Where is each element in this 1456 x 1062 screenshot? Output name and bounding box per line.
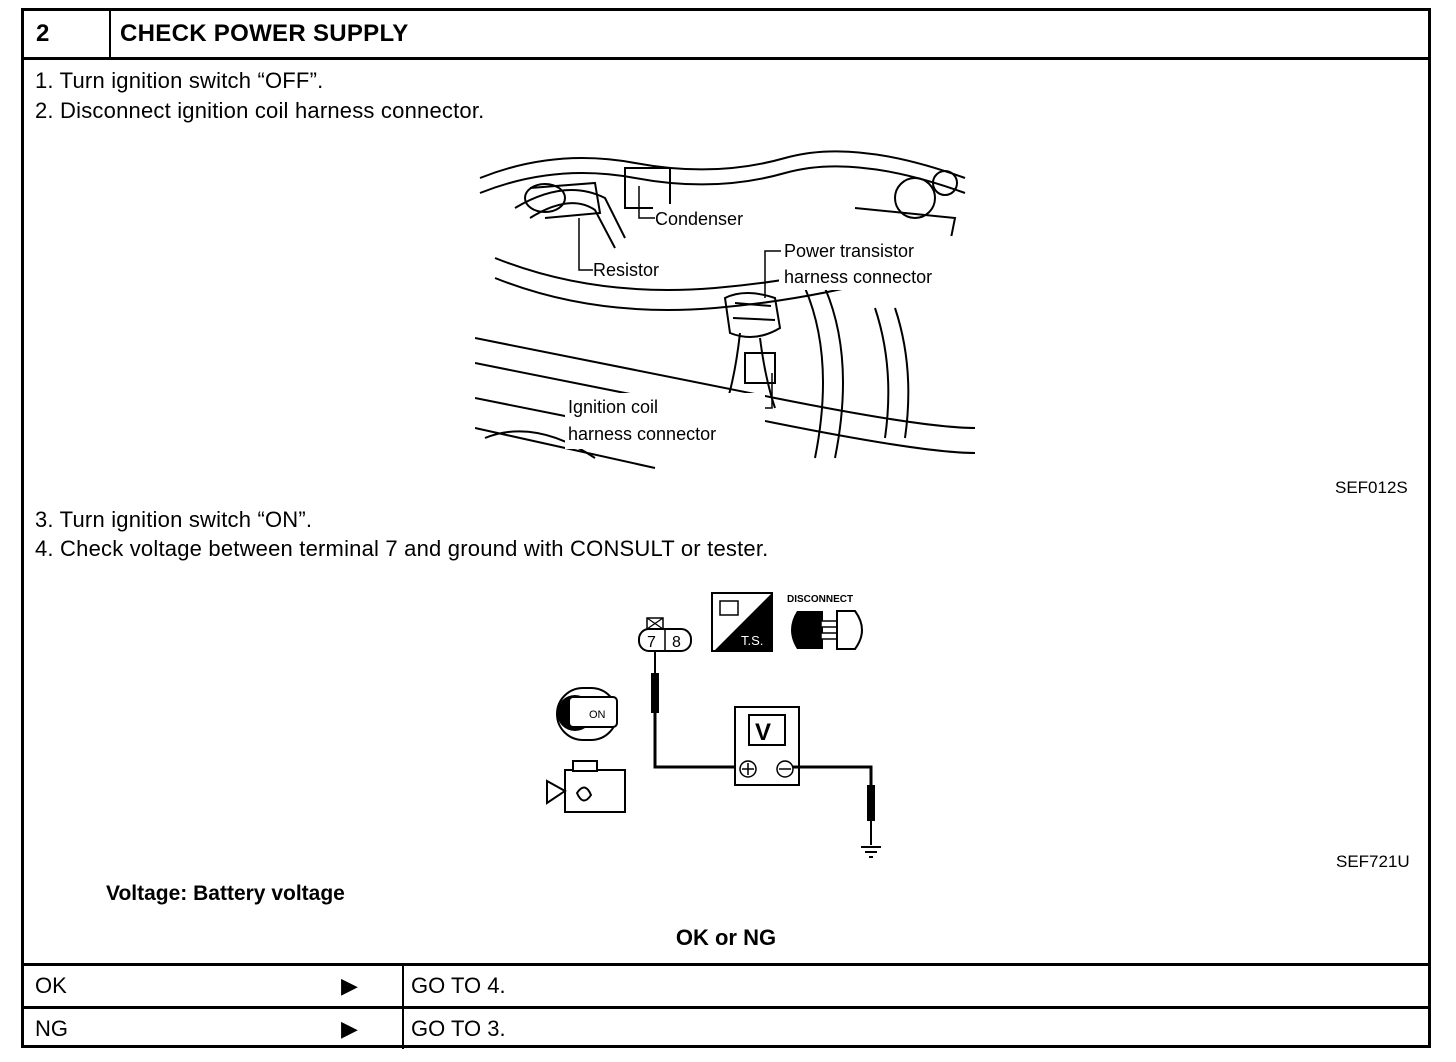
label-power-transistor-1: Power transistor	[784, 241, 914, 261]
label-ignition-coil-1: Ignition coil	[568, 397, 658, 417]
result-row-ng: NG ▶ GO TO 3.	[21, 1006, 1431, 1049]
instruction-1: 1. Turn ignition switch “OFF”.	[35, 68, 324, 93]
voltmeter-icon: V	[734, 706, 800, 786]
key-on-label: ON	[589, 709, 606, 721]
engine-icon	[546, 760, 626, 813]
label-power-transistor-2: harness connector	[784, 267, 932, 287]
disconnect-label: DISCONNECT	[787, 594, 853, 605]
column-divider	[402, 1009, 404, 1049]
voltage-check-diagram: 7 8 V T.S. DISCONNECT	[546, 592, 881, 858]
ground-icon	[861, 846, 881, 858]
label-ignition-coil-2: harness connector	[568, 424, 716, 444]
voltage-spec: Voltage: Battery voltage	[106, 882, 345, 905]
step-header: 2 CHECK POWER SUPPLY	[24, 11, 1428, 60]
figure-code-2: SEF721U	[1336, 852, 1410, 871]
result-label: OK	[35, 973, 67, 998]
instruction-3: 3. Turn ignition switch “ON”.	[35, 507, 313, 532]
arrow-right-icon: ▶	[341, 1016, 358, 1041]
result-action: GO TO 3.	[411, 1016, 506, 1041]
result-action: GO TO 4.	[411, 973, 506, 998]
engine-bay-illustration: Condenser Resistor Power transistor harn…	[475, 150, 975, 469]
result-label: NG	[35, 1016, 68, 1041]
harness-connector-icon: 7 8	[638, 617, 692, 652]
step-panel: 2 CHECK POWER SUPPLY	[21, 8, 1431, 1048]
result-heading: OK or NG	[675, 925, 777, 950]
figure-code-1: SEF012S	[1335, 478, 1408, 497]
arrow-right-icon: ▶	[341, 973, 358, 998]
terminal-8: 8	[672, 634, 681, 651]
disconnect-icon: DISCONNECT	[787, 594, 863, 650]
label-condenser: Condenser	[655, 209, 743, 229]
instruction-2: 2. Disconnect ignition coil harness conn…	[35, 98, 485, 123]
ts-label: T.S.	[741, 633, 763, 648]
results-area: OK or NG OK ▶ GO TO 4. NG ▶ GO TO 3.	[21, 8, 1431, 1049]
step-title: CHECK POWER SUPPLY	[120, 20, 409, 47]
label-resistor: Resistor	[593, 260, 659, 280]
terminal-7: 7	[647, 634, 656, 651]
meter-label: V	[755, 719, 771, 746]
tech-service-icon: T.S.	[711, 592, 773, 652]
ignition-key-icon: ON	[556, 687, 618, 741]
step-number: 2	[24, 11, 111, 57]
column-divider	[402, 966, 404, 1006]
instruction-4: 4. Check voltage between terminal 7 and …	[35, 536, 769, 561]
result-row-ok: OK ▶ GO TO 4.	[21, 963, 1431, 1006]
